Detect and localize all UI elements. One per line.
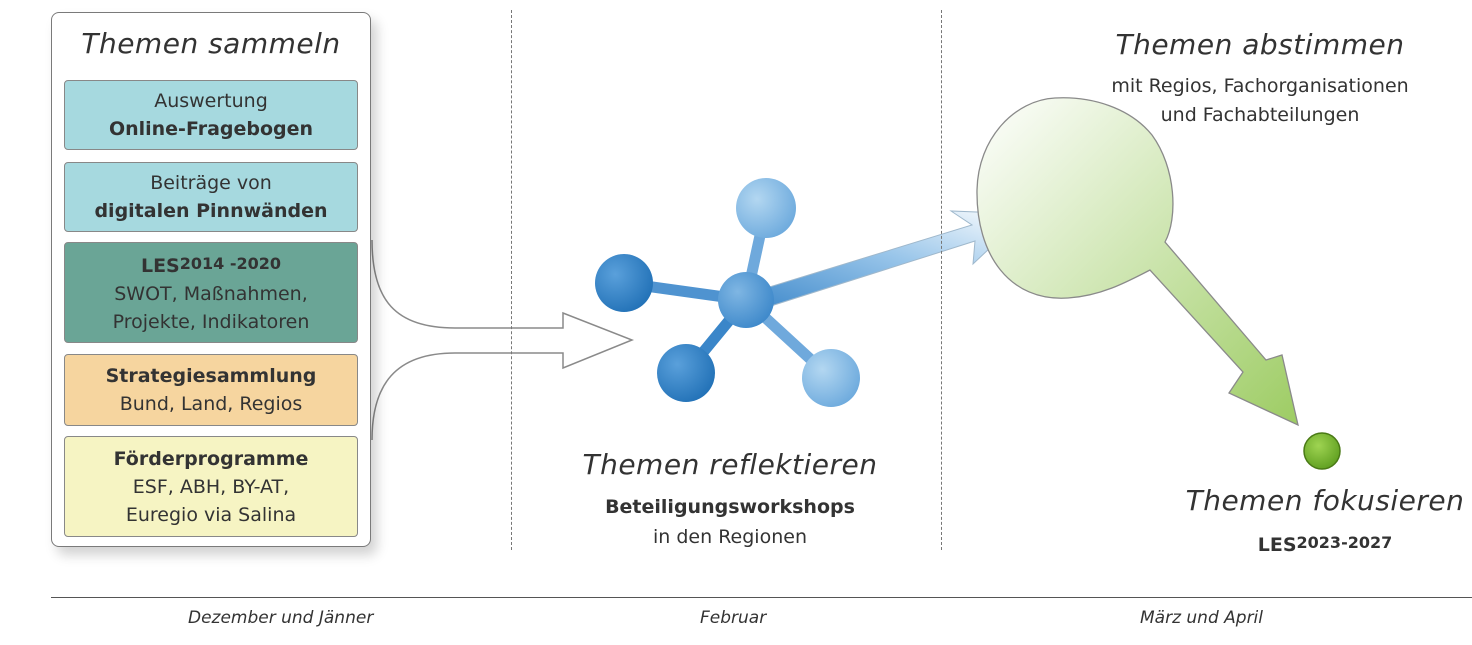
focus-label: LES2023-2027 <box>1180 528 1470 560</box>
molecule-node-bottom-right <box>802 349 860 407</box>
box-strategy-collection-line1: Strategiesammlung <box>105 365 317 387</box>
box-les-2014: LES2014 -2020 SWOT, Maßnahmen, Projekte,… <box>64 242 358 343</box>
box-funding-programs-line3: Euregio via Salina <box>125 503 297 526</box>
divider-stage-1-2 <box>511 10 512 550</box>
timeline-label-dec-jan: Dezember und Jänner <box>188 608 374 628</box>
molecule-node-top <box>736 178 796 238</box>
focus-years: 2023-2027 <box>1296 533 1393 552</box>
molecule-node-center <box>718 272 774 328</box>
focus-dot <box>1303 432 1341 470</box>
reflect-title: Themen reflektieren <box>582 448 878 481</box>
box-les-2014-years: 2014 -2020 <box>179 253 282 273</box>
box-funding-programs: Förderprogramme ESF, ABH, BY-AT, Euregio… <box>64 436 358 537</box>
box-funding-programs-line2: ESF, ABH, BY-AT, <box>132 475 290 498</box>
align-title: Themen abstimmen <box>1115 28 1405 61</box>
box-funding-programs-line1: Förderprogramme <box>113 447 309 470</box>
reflect-bold: Beteiligungsworkshops <box>605 496 855 518</box>
collect-to-reflect-arrow <box>371 239 635 441</box>
collect-panel: Themen sammeln Auswertung Online-Fragebo… <box>51 12 371 547</box>
focus-prefix: LES <box>1257 534 1297 556</box>
box-online-survey: Auswertung Online-Fragebogen <box>64 80 358 150</box>
timeline-axis <box>51 597 1472 598</box>
molecule-node-bottom-left <box>657 344 715 402</box>
timeline-label-feb: Februar <box>700 608 767 628</box>
timeline-label-mar-apr: März und April <box>1140 608 1264 628</box>
box-les-2014-line3: Projekte, Indikatoren <box>112 310 310 333</box>
box-strategy-collection: Strategiesammlung Bund, Land, Regios <box>64 354 358 426</box>
focus-title: Themen fokusieren <box>1185 484 1465 517</box>
align-balloon <box>976 97 1299 427</box>
box-les-2014-prefix: LES <box>140 254 180 277</box>
box-online-survey-line2: Online-Fragebogen <box>108 118 314 140</box>
box-digital-pinboards: Beiträge von digitalen Pinnwänden <box>64 162 358 232</box>
box-digital-pinboards-line2: digitalen Pinnwänden <box>94 200 328 222</box>
align-sub1: mit Regios, Fachorganisationen <box>1111 75 1409 97</box>
box-digital-pinboards-line1: Beiträge von <box>150 172 272 194</box>
box-strategy-collection-line2: Bund, Land, Regios <box>119 393 303 415</box>
box-les-2014-line2: SWOT, Maßnahmen, <box>114 282 308 305</box>
molecule-node-left <box>595 254 653 312</box>
collect-title: Themen sammeln <box>81 27 341 60</box>
divider-stage-2-3 <box>941 10 942 550</box>
align-sub2: und Fachabteilungen <box>1160 104 1360 126</box>
box-online-survey-line1: Auswertung <box>154 90 268 112</box>
reflect-sub: in den Regionen <box>653 526 807 548</box>
box-les-2014-heading: LES2014 -2020 <box>65 250 357 280</box>
